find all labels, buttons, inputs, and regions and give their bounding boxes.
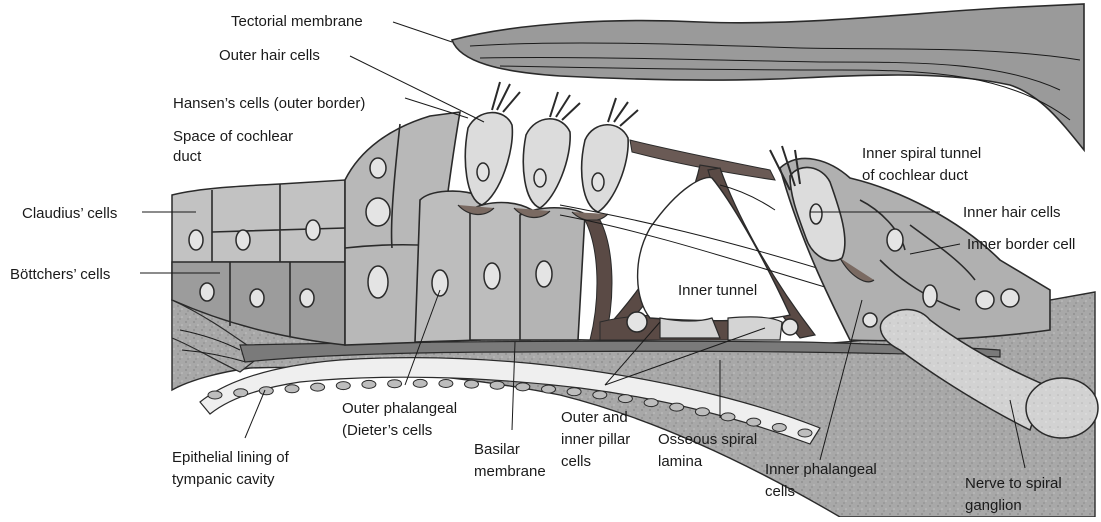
lining-cell-nucleus	[465, 380, 479, 388]
lining-cell-nucleus	[490, 381, 504, 389]
label-inner-tunnel: Inner tunnel	[678, 282, 757, 299]
lining-cell-nucleus	[593, 391, 607, 399]
lining-cell-nucleus	[798, 429, 812, 437]
lining-cell-nucleus	[234, 389, 248, 397]
lining-cell-nucleus	[721, 413, 735, 421]
label-inner-border-cell: Inner border cell	[967, 236, 1075, 253]
lining-cell-nucleus	[644, 399, 658, 407]
lining-cell-nucleus	[516, 383, 530, 391]
label-tectorial-membrane: Tectorial membrane	[231, 13, 363, 30]
label-outer-hair-cells: Outer hair cells	[219, 47, 320, 64]
lining-cell-nucleus	[336, 382, 350, 390]
lining-cell-nucleus	[259, 387, 273, 395]
label-pillar-cells: Outer and inner pillar cells	[561, 409, 634, 470]
outer-hair-cells	[458, 82, 638, 221]
lining-cell-nucleus	[413, 379, 427, 387]
label-outer-phalangeal: Outer phalangeal (Dieter’s cells	[342, 400, 461, 439]
deiters-cells	[415, 191, 585, 342]
lining-cell-nucleus	[695, 408, 709, 416]
lining-cell-nucleus	[772, 424, 786, 432]
label-hansens-cells: Hansen’s cells (outer border)	[173, 95, 365, 112]
lining-cell-nucleus	[439, 380, 453, 388]
label-claudius-cells: Claudius’ cells	[22, 205, 117, 222]
lining-cell-nucleus	[618, 395, 632, 403]
lining-cell-nucleus	[285, 385, 299, 393]
lining-cell-nucleus	[311, 383, 325, 391]
inner-tunnel	[638, 178, 790, 321]
label-bottchers-cells: Böttchers’ cells	[10, 266, 110, 283]
label-epithelial-lining: Epithelial lining of tympanic cavity	[172, 449, 293, 488]
outer-hair-cell	[514, 92, 580, 217]
lining-cell-nucleus	[670, 403, 684, 411]
lining-cell-nucleus	[542, 385, 556, 393]
label-space-cochlear-duct: Space of cochlear duct	[173, 128, 297, 165]
label-inner-hair-cells: Inner hair cells	[963, 204, 1061, 221]
outer-hair-cell	[572, 98, 638, 221]
lining-cell-nucleus	[747, 418, 761, 426]
lining-cell-nucleus	[208, 391, 222, 399]
lining-cell-nucleus	[388, 380, 402, 388]
label-inner-spiral-tunnel: Inner spiral tunnel of cochlear duct	[862, 145, 985, 184]
lining-cell-nucleus	[362, 380, 376, 388]
lining-cell-nucleus	[567, 388, 581, 396]
label-basilar-membrane: Basilar membrane	[474, 441, 546, 480]
